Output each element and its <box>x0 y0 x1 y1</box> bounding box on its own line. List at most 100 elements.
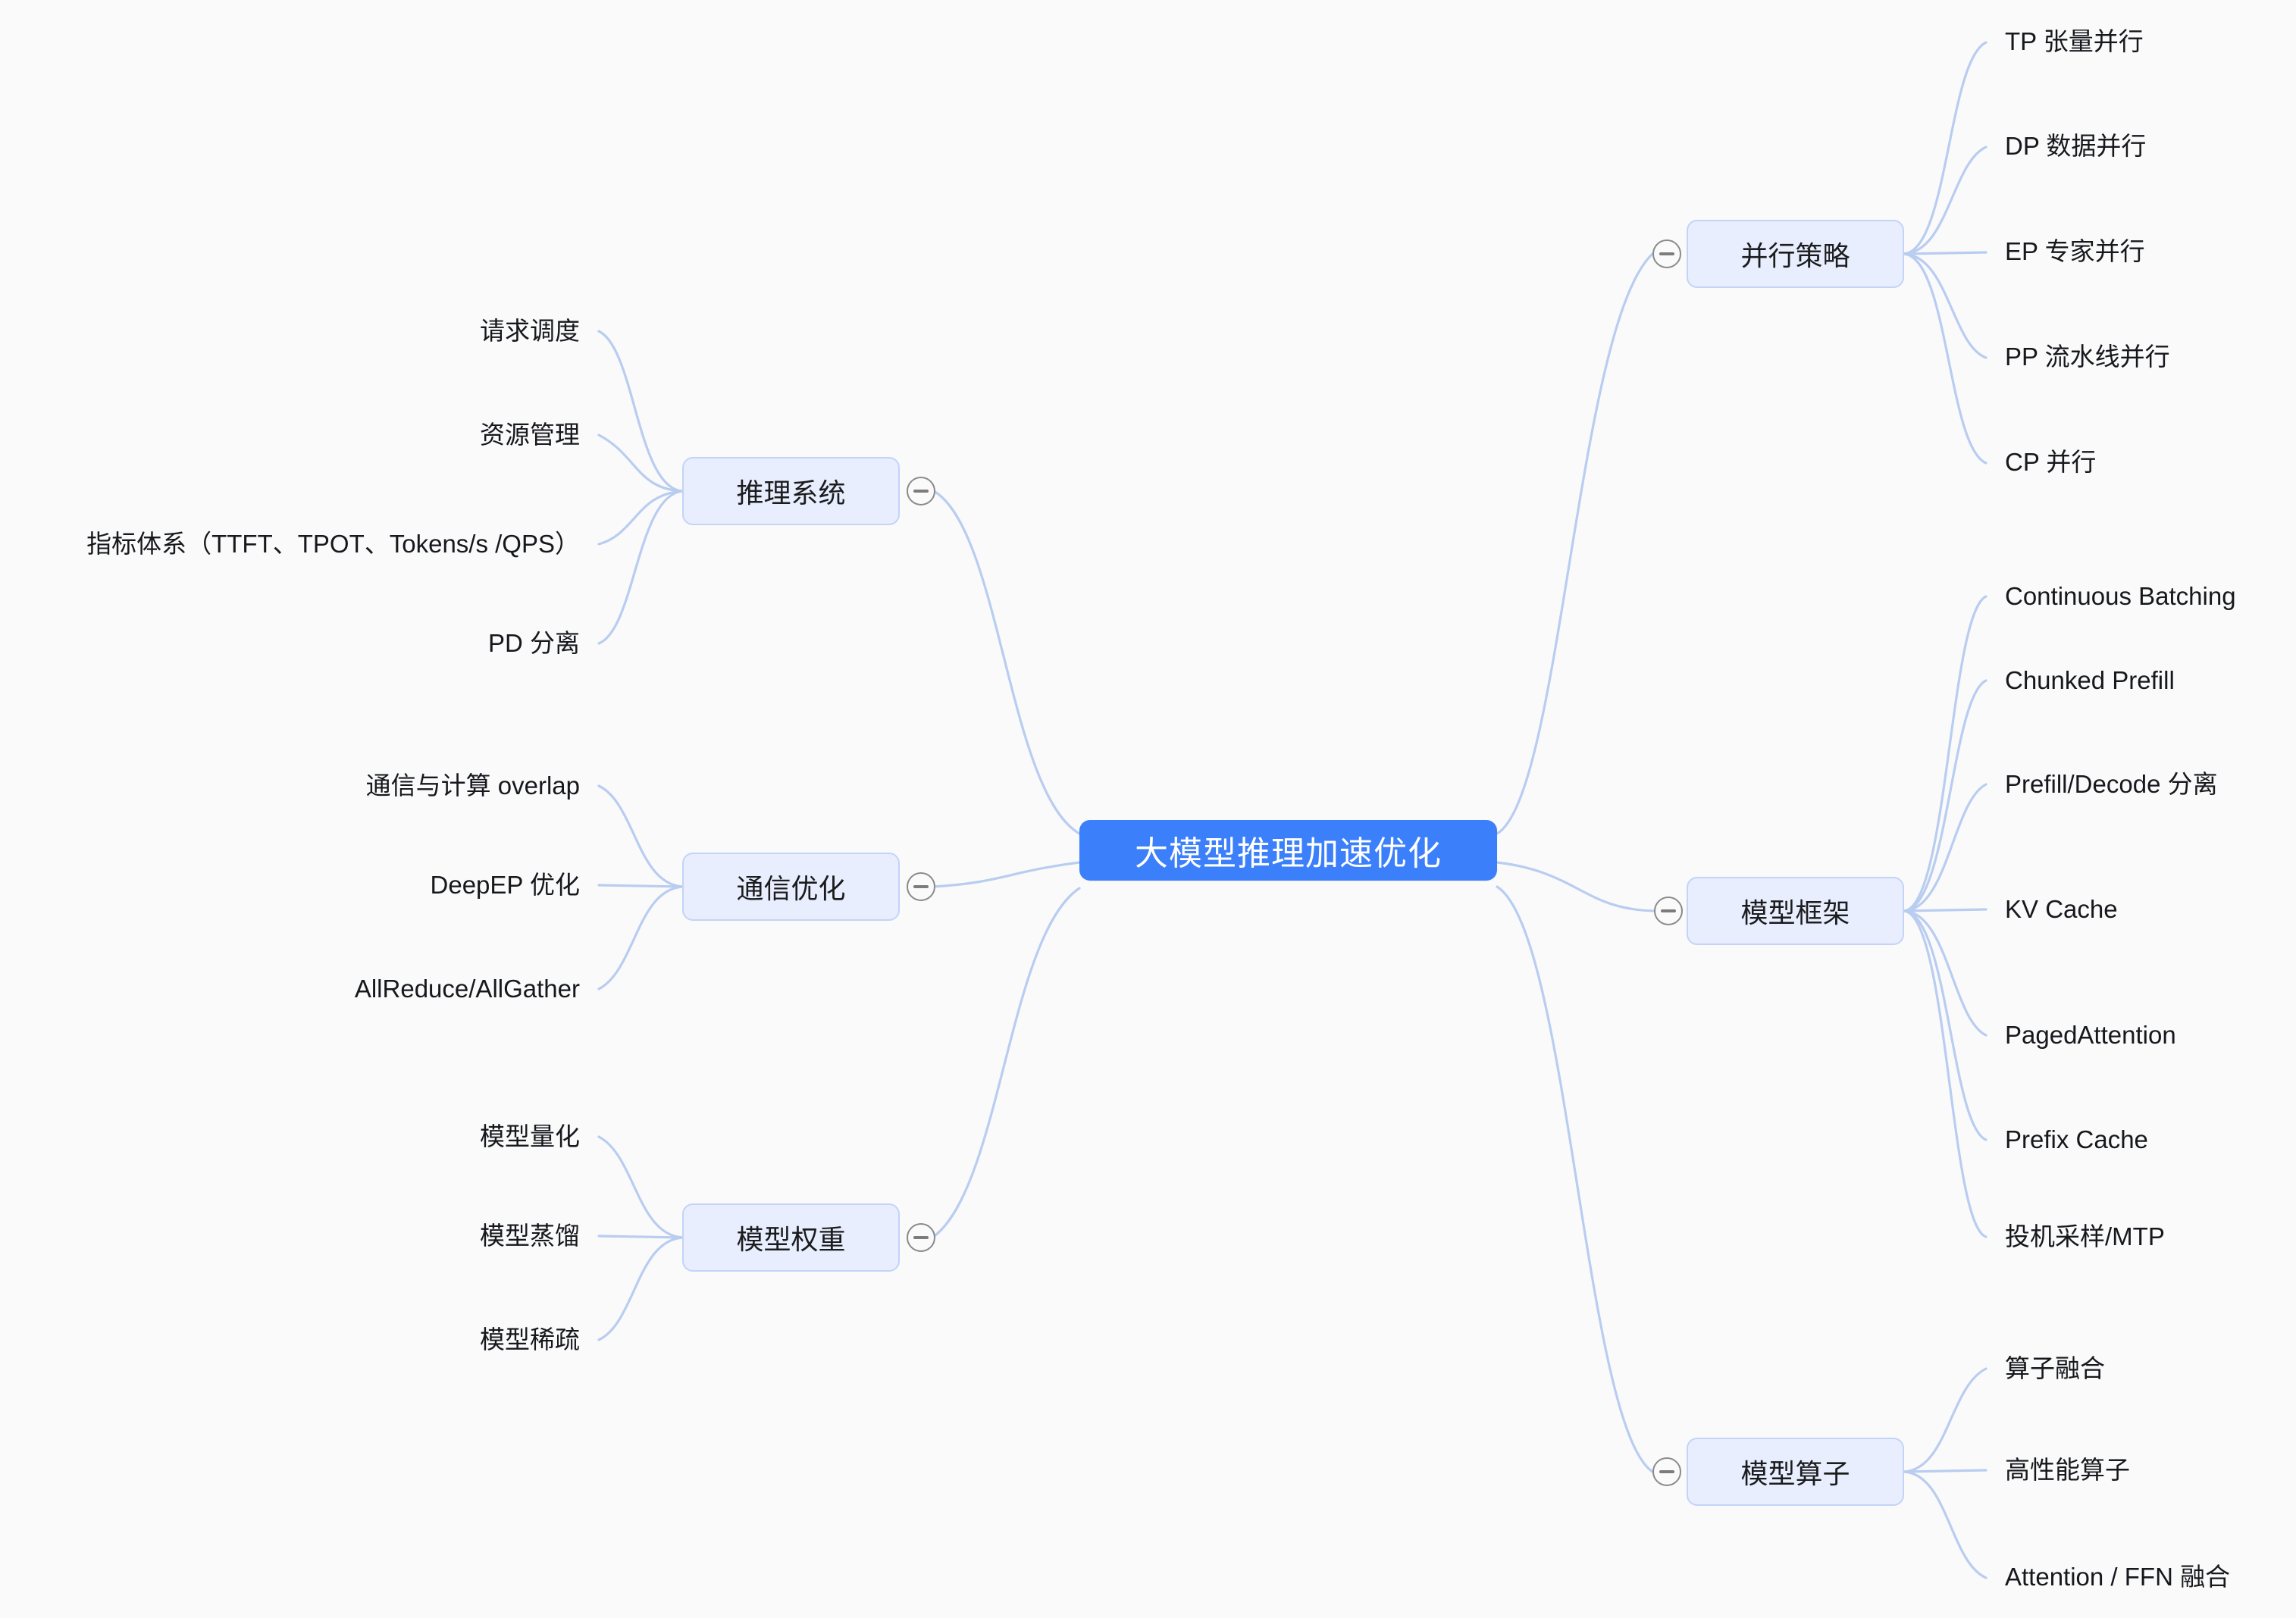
leaf-inference-2[interactable]: 指标体系（TTFT、TPOT、Tokens/s /QPS） <box>86 531 580 556</box>
link-inference-0 <box>597 330 684 493</box>
root-label: 大模型推理加速优化 <box>1135 835 1442 872</box>
branch-node-model-operator[interactable]: 模型算子 <box>1687 1438 1904 1506</box>
leaf-label: 通信与计算 overlap <box>365 771 580 800</box>
branch-label-communication-optimization: 通信优化 <box>736 873 846 904</box>
collapse-toggle-model-framework[interactable] <box>1654 897 1683 925</box>
leaf-label: Continuous Batching <box>2005 582 2236 610</box>
leaf-label: 算子融合 <box>2005 1354 2105 1382</box>
leaf-framework-1[interactable]: Chunked Prefill <box>2005 668 2175 693</box>
leaf-weights-0[interactable]: 模型量化 <box>480 1124 580 1149</box>
link-operator-0 <box>1903 1367 1987 1473</box>
link-weights-1 <box>597 1235 684 1239</box>
leaf-label: PD 分离 <box>487 629 580 657</box>
leaf-weights-2[interactable]: 模型稀疏 <box>480 1327 580 1352</box>
leaf-framework-5[interactable]: Prefix Cache <box>2005 1127 2148 1152</box>
leaf-label: 模型稀疏 <box>480 1325 580 1354</box>
collapse-toggle-model-operator[interactable] <box>1652 1457 1681 1486</box>
link-comm-0 <box>597 784 684 888</box>
branch-node-model-framework[interactable]: 模型框架 <box>1687 877 1904 945</box>
leaf-label: PagedAttention <box>2005 1021 2176 1049</box>
branch-label-parallel-strategy: 并行策略 <box>1740 240 1850 271</box>
link-root-model-framework <box>1496 861 1655 912</box>
link-parallel-2 <box>1903 251 1987 255</box>
leaf-label: 模型蒸馏 <box>480 1222 580 1250</box>
leaf-label: 模型量化 <box>480 1122 580 1150</box>
leaf-parallel-4[interactable]: CP 并行 <box>2005 449 2096 474</box>
branch-node-parallel-strategy[interactable]: 并行策略 <box>1687 220 1904 288</box>
branch-label-model-weights: 模型权重 <box>736 1224 846 1255</box>
leaf-weights-1[interactable]: 模型蒸馏 <box>480 1223 580 1248</box>
leaf-label: 投机采样/MTP <box>2005 1222 2165 1250</box>
link-inference-1 <box>597 433 684 493</box>
leaf-parallel-1[interactable]: DP 数据并行 <box>2005 133 2146 158</box>
leaf-operator-2[interactable]: Attention / FFN 融合 <box>2005 1564 2230 1589</box>
leaf-label: Chunked Prefill <box>2005 666 2175 694</box>
link-weights-2 <box>597 1236 684 1341</box>
leaf-label: Prefill/Decode 分离 <box>2005 770 2218 798</box>
leaf-inference-3[interactable]: PD 分离 <box>488 631 580 656</box>
leaf-framework-6[interactable]: 投机采样/MTP <box>2005 1224 2165 1249</box>
leaf-framework-0[interactable]: Continuous Batching <box>2005 584 2236 609</box>
link-framework-5 <box>1903 909 1987 1141</box>
link-framework-0 <box>1903 595 1987 912</box>
collapse-toggle-communication-optimization[interactable] <box>907 872 935 901</box>
collapse-toggle-model-weights[interactable] <box>907 1223 935 1252</box>
branch-node-inference-system[interactable]: 推理系统 <box>682 457 900 525</box>
branch-label-model-operator: 模型算子 <box>1740 1458 1850 1489</box>
leaf-inference-0[interactable]: 请求调度 <box>480 318 580 343</box>
leaf-label: 高性能算子 <box>2005 1456 2130 1484</box>
leaf-operator-0[interactable]: 算子融合 <box>2005 1356 2105 1381</box>
leaf-framework-4[interactable]: PagedAttention <box>2005 1022 2176 1047</box>
branch-node-model-weights[interactable]: 模型权重 <box>682 1203 900 1272</box>
link-framework-6 <box>1903 909 1987 1238</box>
leaf-framework-2[interactable]: Prefill/Decode 分离 <box>2005 771 2218 796</box>
leaf-label: Attention / FFN 融合 <box>2005 1563 2231 1591</box>
leaf-label: KV Cache <box>2005 895 2118 923</box>
leaf-label: EP 专家并行 <box>2005 237 2145 265</box>
link-operator-2 <box>1903 1470 1987 1579</box>
link-weights-0 <box>597 1135 684 1239</box>
collapse-toggle-inference-system[interactable] <box>907 477 935 505</box>
leaf-parallel-2[interactable]: EP 专家并行 <box>2005 239 2145 264</box>
link-framework-2 <box>1903 783 1987 912</box>
leaf-label: DeepEP 优化 <box>430 871 580 899</box>
leaf-label: PP 流水线并行 <box>2005 343 2170 371</box>
link-root-model-operator <box>1496 885 1654 1473</box>
link-framework-3 <box>1903 908 1987 912</box>
leaf-inference-1[interactable]: 资源管理 <box>480 422 580 447</box>
link-parallel-3 <box>1903 252 1987 359</box>
leaf-label: 资源管理 <box>480 421 580 449</box>
leaf-parallel-3[interactable]: PP 流水线并行 <box>2005 344 2170 369</box>
link-framework-4 <box>1903 909 1987 1037</box>
branch-label-model-framework: 模型框架 <box>1740 897 1850 928</box>
link-parallel-1 <box>1903 146 1987 255</box>
link-root-parallel-strategy <box>1496 252 1654 835</box>
link-root-inference-system <box>932 490 1081 835</box>
link-comm-2 <box>597 885 684 991</box>
branch-node-communication-optimization[interactable]: 通信优化 <box>682 853 900 921</box>
branch-label-inference-system: 推理系统 <box>736 477 846 509</box>
leaf-label: AllReduce/AllGather <box>354 975 580 1003</box>
root-node[interactable]: 大模型推理加速优化 <box>1079 820 1497 881</box>
link-parallel-4 <box>1903 252 1987 465</box>
leaf-parallel-0[interactable]: TP 张量并行 <box>2005 29 2144 54</box>
link-inference-3 <box>597 490 684 645</box>
leaf-label: TP 张量并行 <box>2005 27 2144 55</box>
collapse-toggle-parallel-strategy[interactable] <box>1652 239 1681 268</box>
leaf-operator-1[interactable]: 高性能算子 <box>2005 1457 2130 1482</box>
link-parallel-0 <box>1903 41 1987 255</box>
leaf-comm-1[interactable]: DeepEP 优化 <box>431 872 580 897</box>
leaf-comm-2[interactable]: AllReduce/AllGather <box>355 976 580 1001</box>
leaf-label: 请求调度 <box>480 317 580 345</box>
link-root-communication <box>931 861 1081 888</box>
leaf-label: DP 数据并行 <box>2005 132 2147 160</box>
link-framework-1 <box>1903 679 1987 912</box>
leaf-comm-0[interactable]: 通信与计算 overlap <box>366 773 580 798</box>
leaf-label: Prefix Cache <box>2005 1125 2148 1153</box>
link-root-model-weights <box>931 887 1081 1239</box>
link-inference-2 <box>597 490 684 546</box>
link-comm-1 <box>597 884 684 888</box>
leaf-framework-3[interactable]: KV Cache <box>2005 897 2118 922</box>
